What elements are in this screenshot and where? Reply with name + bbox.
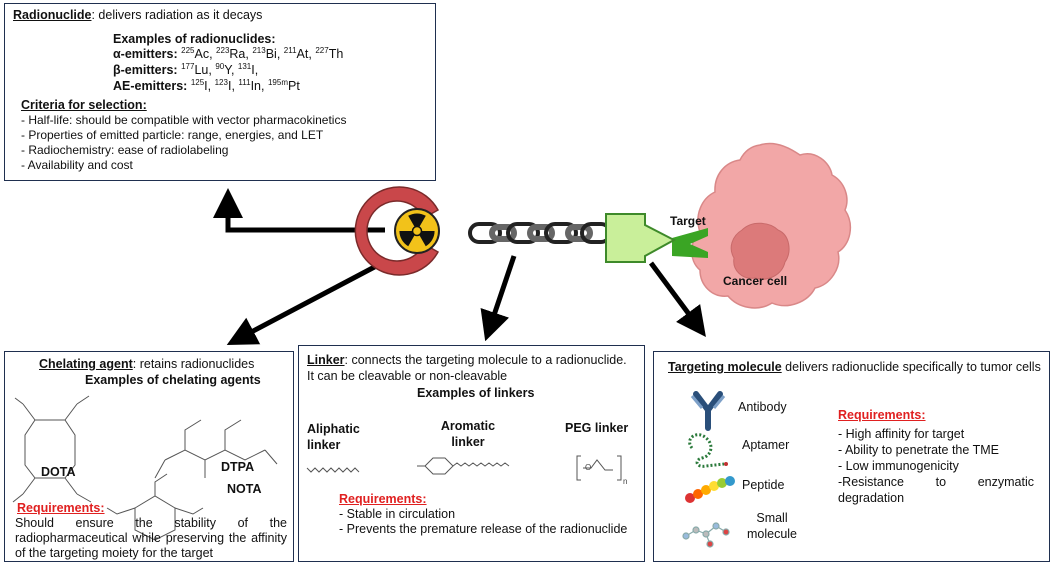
- small-molecule-icon: [682, 522, 730, 548]
- linker-structures: O n: [306, 455, 627, 486]
- chelating-agent-box: Chelating agent: retains radionuclides E…: [4, 351, 294, 562]
- radionuclide-desc: : delivers radiation as it decays: [91, 8, 263, 22]
- beta-label: β-emitters:: [113, 63, 178, 77]
- targeting-icons: [682, 391, 735, 548]
- arrow-to-radionuclide: [213, 188, 385, 233]
- chain-icon: [468, 222, 612, 244]
- isotope: 195mPt: [267, 77, 300, 93]
- ae-emitters-row: AE-emitters: 125I, 123I, 111In, 195mPt: [113, 77, 300, 94]
- linker-requirement-item: - Prevents the premature release of the …: [339, 522, 628, 536]
- criteria-item: - Half-life: should be compatible with v…: [21, 113, 347, 127]
- targeting-desc: delivers radionuclide specifically to tu…: [781, 360, 1041, 374]
- isotope: 125I,: [190, 77, 212, 93]
- svg-text:O: O: [585, 463, 591, 472]
- linker-type-aromatic: Aromatic linker: [440, 419, 496, 449]
- molecule-small: Small molecule: [746, 511, 798, 541]
- linker-requirement-item: - Stable in circulation: [339, 507, 456, 521]
- linker-examples-heading: Examples of linkers: [417, 386, 535, 400]
- linker-desc: : connects the targeting molecule to a r…: [307, 353, 627, 383]
- targeting-vector: [605, 213, 677, 263]
- isotope: 213Bi,: [252, 45, 281, 61]
- alpha-label: α-emitters:: [113, 47, 178, 61]
- isotope: 225Ac,: [181, 45, 213, 61]
- chelator-structures: [12, 395, 278, 541]
- criteria-item: - Radiochemistry: ease of radiolabeling: [21, 143, 229, 157]
- radiation-icon: [394, 208, 440, 254]
- beta-isotopes: 177Lu, 90Y, 131I,: [181, 61, 259, 77]
- ae-label: AE-emitters:: [113, 79, 188, 93]
- isotope: 131I,: [237, 61, 259, 77]
- linker-box: Linker: connects the targeting molecule …: [298, 345, 645, 562]
- molecule-antibody: Antibody: [738, 400, 787, 414]
- criteria-item: - Properties of emitted particle: range,…: [21, 128, 324, 142]
- targeting-requirement-item: - Ability to penetrate the TME: [838, 443, 999, 457]
- criteria-item: - Availability and cost: [21, 158, 133, 172]
- targeting-heading: Targeting molecule delivers radionuclide…: [668, 360, 1041, 375]
- isotope: 111In,: [238, 77, 265, 93]
- arrow-to-linker: [480, 255, 517, 342]
- targeting-requirement-item: - Low immunogenicity: [838, 459, 959, 473]
- chelating-examples-heading: Examples of chelating agents: [85, 373, 261, 387]
- linker-requirements-heading: Requirements:: [339, 492, 427, 506]
- chelating-desc: : retains radionuclides: [132, 357, 255, 371]
- chelating-requirements-heading: Requirements:: [17, 501, 105, 515]
- isotope: 223Ra,: [216, 45, 249, 61]
- beta-emitters-row: β-emitters: 177Lu, 90Y, 131I,: [113, 61, 259, 78]
- ae-isotopes: 125I, 123I, 111In, 195mPt: [190, 77, 300, 93]
- isotope: 123I,: [214, 77, 235, 93]
- molecule-aptamer: Aptamer: [742, 438, 790, 452]
- radionuclide-examples-heading: Examples of radionuclides:: [113, 32, 276, 46]
- criteria-heading: Criteria for selection:: [21, 98, 147, 112]
- cancer-cell-label: Cancer cell: [723, 274, 788, 288]
- svg-text:n: n: [623, 477, 627, 486]
- targeting-requirement-item: -Resistance to enzymatic degradation: [838, 475, 1034, 505]
- alpha-emitters-row: α-emitters: 225Ac, 223Ra, 213Bi, 211At, …: [113, 45, 344, 62]
- chelator-shape: [354, 186, 440, 276]
- targeting-title: Targeting molecule: [668, 360, 782, 374]
- chelating-heading: Chelating agent: retains radionuclides: [39, 357, 254, 372]
- radionuclide-box: Radionuclide: delivers radiation as it d…: [4, 3, 436, 181]
- isotope: 90Y,: [215, 61, 235, 77]
- agent-label-dtpa: DTPA: [221, 460, 255, 474]
- targeting-requirements-list: - High affinity for target - Ability to …: [838, 426, 1034, 506]
- isotope: 227Th: [315, 45, 344, 61]
- target-receptor: [672, 228, 708, 258]
- cancer-cell: [691, 142, 852, 309]
- criteria-list: - Half-life: should be compatible with v…: [21, 113, 346, 173]
- antibody-icon: [690, 391, 726, 431]
- linker-requirements-list: - Stable in circulation - Prevents the p…: [339, 507, 629, 537]
- chelating-title: Chelating agent: [39, 357, 133, 371]
- agent-label-nota: NOTA: [227, 482, 262, 496]
- molecule-peptide: Peptide: [742, 478, 785, 492]
- aptamer-icon: [688, 433, 728, 468]
- alpha-isotopes: 225Ac, 223Ra, 213Bi, 211At, 227Th: [181, 45, 344, 61]
- target-label: Target: [670, 214, 706, 228]
- targeting-requirement-item: - High affinity for target: [838, 427, 965, 441]
- arrow-to-targeting-molecule: [648, 261, 706, 338]
- chelating-requirements-text: Should ensure the stability of the radio…: [15, 516, 287, 560]
- linker-heading: Linker: connects the targeting molecule …: [307, 352, 637, 384]
- linker-title: Linker: [307, 353, 345, 367]
- radionuclide-title: Radionuclide: [13, 8, 92, 22]
- linker-type-aliphatic: Aliphatic linker: [307, 422, 360, 452]
- targeting-molecule-box: Targeting molecule delivers radionuclide…: [653, 351, 1050, 562]
- isotope: 211At,: [283, 45, 312, 61]
- peptide-icon: [685, 476, 735, 503]
- arrow-to-chelating-agent: [226, 260, 384, 346]
- targeting-requirements-heading: Requirements:: [838, 408, 926, 422]
- isotope: 177Lu,: [181, 61, 212, 77]
- agent-label-dota: DOTA: [41, 465, 76, 479]
- radionuclide-heading: Radionuclide: delivers radiation as it d…: [13, 8, 262, 23]
- linker-type-peg: PEG linker: [565, 421, 629, 435]
